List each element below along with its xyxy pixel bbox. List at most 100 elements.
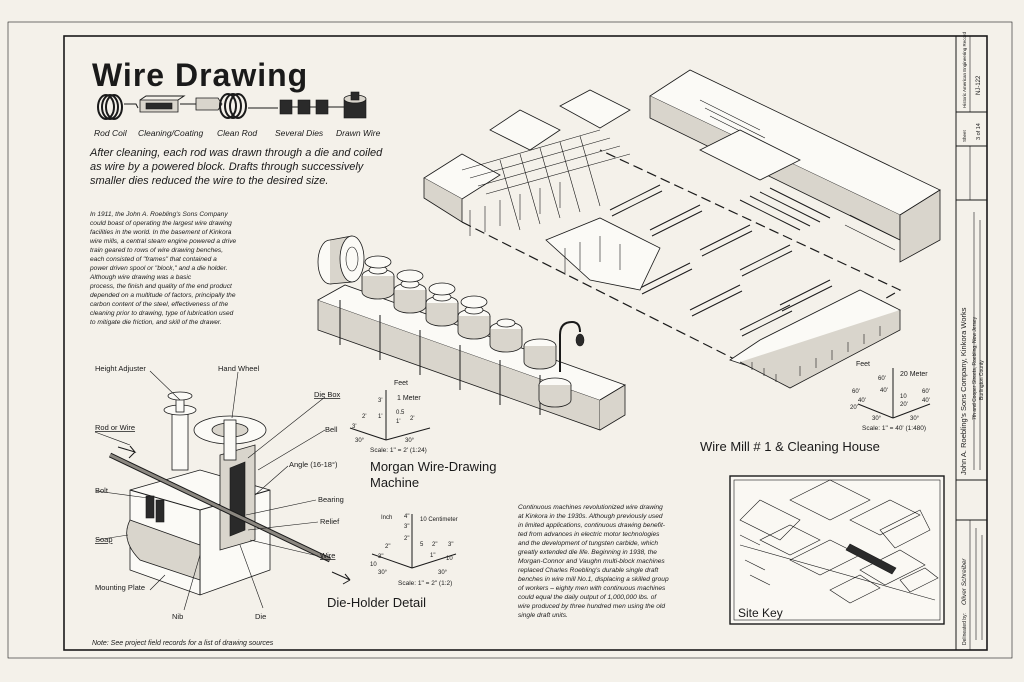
project-name: John A. Roebling's Sons Company, Kinkora… [959, 307, 968, 475]
history-text: In 1911, the John A. Roebling's Sons Com… [89, 211, 237, 326]
continuous-line-3: in limited applications, continuous draw… [518, 522, 666, 529]
wire-mill-scale: Feet 20 Meter 60'40' 60'40'20' 1020'60'4… [850, 361, 931, 432]
step-drawn-wire: Drawn Wire [336, 128, 381, 138]
wire-mill-scale-unit-feet: Feet [856, 361, 870, 368]
step-clean-rod: Clean Rod [217, 128, 257, 138]
step-several-dies: Several Dies [275, 128, 324, 138]
process-strip: Rod Coil Cleaning/Coating Clean Rod Seve… [94, 91, 381, 138]
morgan-scale-text: Scale: 1" = 2' (1:24) [370, 447, 427, 454]
continuous-line-13: single draft units. [518, 612, 568, 619]
label-angle: Angle (16-18°) [289, 460, 338, 469]
step-rod-coil: Rod Coil [94, 128, 128, 138]
wire-mill-title: Wire Mill # 1 & Cleaning House [700, 439, 880, 454]
label-height-adjuster: Height Adjuster [95, 364, 146, 373]
site-key-title: Site Key [738, 606, 783, 620]
svg-text:2": 2" [404, 536, 409, 542]
continuous-text: Continuous machines revolutionized wire … [518, 504, 669, 619]
delineator-label: Delineated by: [962, 613, 968, 645]
svg-text:30°: 30° [378, 570, 388, 576]
continuous-line-6: greatly extended die life. Beginning in … [518, 549, 657, 556]
history-line-13: to mitigate die friction, and skill of t… [90, 319, 222, 326]
continuous-line-12: wire produced by three hundred men using… [518, 603, 665, 610]
title-block: Historic American Engineering Record NJ-… [955, 31, 987, 650]
svg-text:10: 10 [370, 562, 377, 568]
continuous-line-11: could equal the daily output of 1,000,00… [518, 594, 657, 601]
morgan-scale-unit-feet: Feet [394, 380, 408, 387]
intro-line-1: After cleaning, each rod was drawn throu… [89, 147, 383, 159]
drawn-wire-icon [343, 91, 367, 119]
morgan-scale: Feet 1 Meter 3'2'1' 0.51'2' 3'30°30° Sca… [349, 380, 431, 454]
svg-text:30°: 30° [355, 438, 365, 444]
site-key-highlight [845, 543, 897, 575]
die-holder-drawing [94, 370, 351, 611]
svg-text:1": 1" [430, 553, 435, 559]
continuous-line-9: benches in wire mill No.1, displacing a … [518, 576, 669, 583]
svg-text:10: 10 [446, 556, 453, 562]
svg-text:40': 40' [922, 398, 930, 404]
label-wire: Wire [320, 551, 335, 560]
svg-text:60': 60' [852, 389, 860, 395]
site-key: Site Key [729, 475, 945, 625]
bench-rows [609, 184, 833, 337]
history-line-8: Although wire drawing was a basic [89, 274, 192, 281]
wire-in-arrow [117, 445, 137, 459]
svg-text:20': 20' [850, 405, 858, 411]
history-line-9: process, the finish and quality of the e… [89, 283, 233, 290]
history-line-12: cleaning prior to drawing, type of lubri… [90, 310, 234, 317]
history-line-2: could boast of operating the largest wir… [90, 220, 232, 227]
page-title: Wire Drawing [92, 57, 308, 93]
die-scale-text: Scale: 1" = 2" (1:2) [398, 580, 452, 587]
step-cleaning: Cleaning/Coating [138, 128, 203, 138]
continuous-line-7: Morgan-Connor and Vaughn multi-block mac… [518, 558, 665, 565]
svg-text:2': 2' [410, 416, 414, 422]
label-soap: Soap [95, 535, 113, 544]
clean-rod-icon [219, 93, 247, 119]
rod-line-1 [124, 103, 139, 109]
continuous-line-2: at Kinkora in the 1930s. Although previo… [518, 513, 663, 520]
svg-text:10: 10 [900, 394, 907, 400]
intro-text: After cleaning, each rod was drawn throu… [89, 147, 383, 187]
morgan-title-line-2: Machine [370, 475, 419, 490]
history-line-3: facilities in the world. In the basement… [90, 229, 232, 236]
continuous-line-8: replaced Charles Roebling's durable sing… [518, 567, 659, 574]
history-line-1: In 1911, the John A. Roebling's Sons Com… [90, 211, 228, 218]
svg-text:2": 2" [432, 542, 437, 548]
svg-text:4": 4" [404, 514, 409, 520]
wire-out-arrow [331, 571, 351, 585]
continuous-line-1: Continuous machines revolutionized wire … [518, 504, 663, 511]
project-county: Burlington County [979, 360, 985, 400]
svg-text:0.5: 0.5 [396, 410, 405, 416]
project-location: 7th and Cooper Streets, Roebling, New Je… [972, 316, 978, 420]
svg-text:60': 60' [878, 376, 886, 382]
die-scale-unit-inch: Inch [381, 515, 392, 521]
rod-coil-icon [97, 94, 123, 120]
svg-text:3': 3' [352, 424, 356, 430]
dies-connector-icon [195, 97, 223, 111]
svg-text:3": 3" [448, 542, 453, 548]
svg-text:40': 40' [858, 398, 866, 404]
label-bell: Bell [325, 425, 338, 434]
label-nib: Nib [172, 612, 183, 621]
history-line-5: train geared to rows of wire drawing ben… [90, 247, 223, 254]
label-bolt: Bolt [95, 486, 109, 495]
intro-line-2: as wire by a powered block. Drafts throu… [90, 161, 365, 173]
svg-text:30°: 30° [910, 416, 920, 422]
label-die: Die [255, 612, 266, 621]
morgan-scale-unit-meter: 1 Meter [397, 395, 421, 402]
history-line-6: each consisted of "frames" that containe… [90, 256, 217, 263]
several-dies-icon [279, 99, 329, 115]
svg-text:30°: 30° [438, 570, 448, 576]
sheet-label: Sheet [962, 129, 967, 142]
svg-text:2": 2" [385, 544, 390, 550]
svg-text:1': 1' [396, 419, 400, 425]
outer-border [7, 21, 1013, 659]
label-relief: Relief [320, 517, 340, 526]
label-bearing: Bearing [318, 495, 344, 504]
inner-border [63, 35, 988, 651]
drawing-blocks [361, 265, 557, 370]
cleaning-tank-icon [139, 95, 186, 113]
history-line-10: depended on a multitude of factors, prin… [90, 292, 236, 299]
